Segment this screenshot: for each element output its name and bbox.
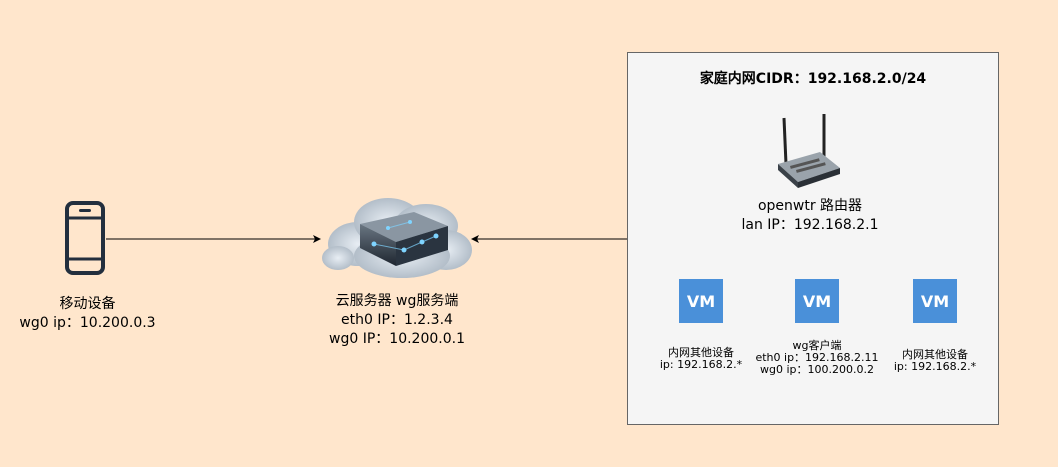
router-lan-ip: lan IP：192.168.2.1 xyxy=(741,217,879,233)
cloud-server-icon xyxy=(322,198,472,278)
vm-label: 内网其他设备 xyxy=(668,346,734,359)
vm-eth0-ip: eth0 ip：192.168.2.11 xyxy=(755,351,879,364)
router-icon xyxy=(778,114,840,188)
lan-cidr-title: 家庭内网CIDR：192.168.2.0/24 xyxy=(699,71,927,87)
cloud-eth0-ip: eth0 IP：1.2.3.4 xyxy=(341,312,453,328)
vm-icon: VM xyxy=(795,279,839,323)
vm-icon: VM xyxy=(679,279,723,323)
vm-wg0-ip: wg0 ip：100.200.0.2 xyxy=(760,363,874,376)
vm-ip: ip: 192.168.2.* xyxy=(893,360,977,373)
cloud-wg0-ip: wg0 IP：10.200.0.1 xyxy=(329,331,465,347)
vm-label: 内网其他设备 xyxy=(902,348,968,361)
vm-ip: ip: 192.168.2.* xyxy=(659,358,743,371)
router-name: openwtr 路由器 xyxy=(757,198,863,214)
cloud-server-name: 云服务器 wg服务端 xyxy=(335,293,459,309)
home-lan-container[interactable] xyxy=(627,52,999,425)
vm-label: wg客户端 xyxy=(792,339,842,352)
mobile-name: 移动设备 xyxy=(59,296,116,312)
smartphone-icon xyxy=(65,201,105,275)
vm-icon: VM xyxy=(913,279,957,323)
mobile-wg0-ip: wg0 ip：10.200.0.3 xyxy=(19,315,156,331)
